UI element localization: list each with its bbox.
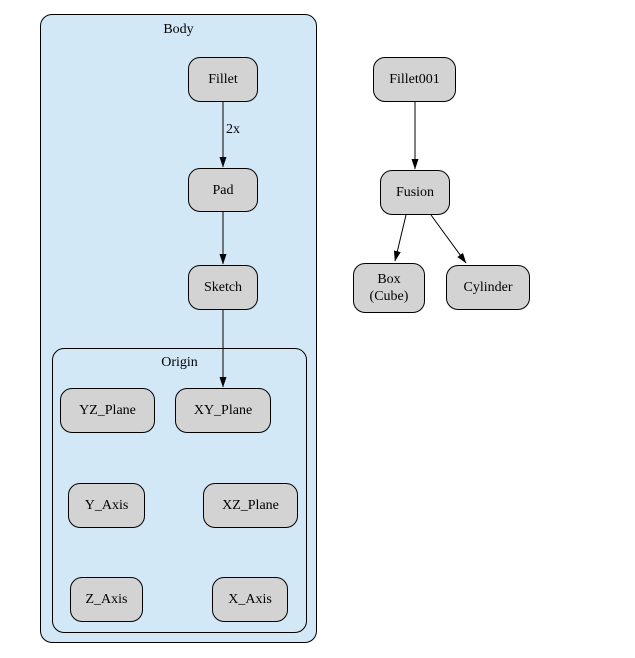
edge-fusion-box xyxy=(393,214,407,262)
node-z-axis: Z_Axis xyxy=(70,577,143,622)
node-box-cube: Box (Cube) xyxy=(353,263,425,313)
node-cylinder: Cylinder xyxy=(446,265,530,310)
cluster-body-label: Body xyxy=(163,22,194,37)
node-y-axis: Y_Axis xyxy=(68,483,145,528)
edge-fusion-cylinder xyxy=(430,214,467,264)
cluster-origin-label: Origin xyxy=(161,355,198,370)
node-fillet: Fillet xyxy=(188,57,258,102)
node-yz-plane: YZ_Plane xyxy=(60,388,155,433)
node-sketch: Sketch xyxy=(188,265,258,310)
edge-label-multiplicity: 2x xyxy=(226,122,240,137)
node-x-axis: X_Axis xyxy=(212,577,288,622)
node-xz-plane: XZ_Plane xyxy=(203,483,298,528)
node-pad: Pad xyxy=(188,168,258,212)
node-fusion: Fusion xyxy=(380,170,450,215)
node-fillet001: Fillet001 xyxy=(373,57,456,102)
node-xy-plane: XY_Plane xyxy=(175,388,271,433)
